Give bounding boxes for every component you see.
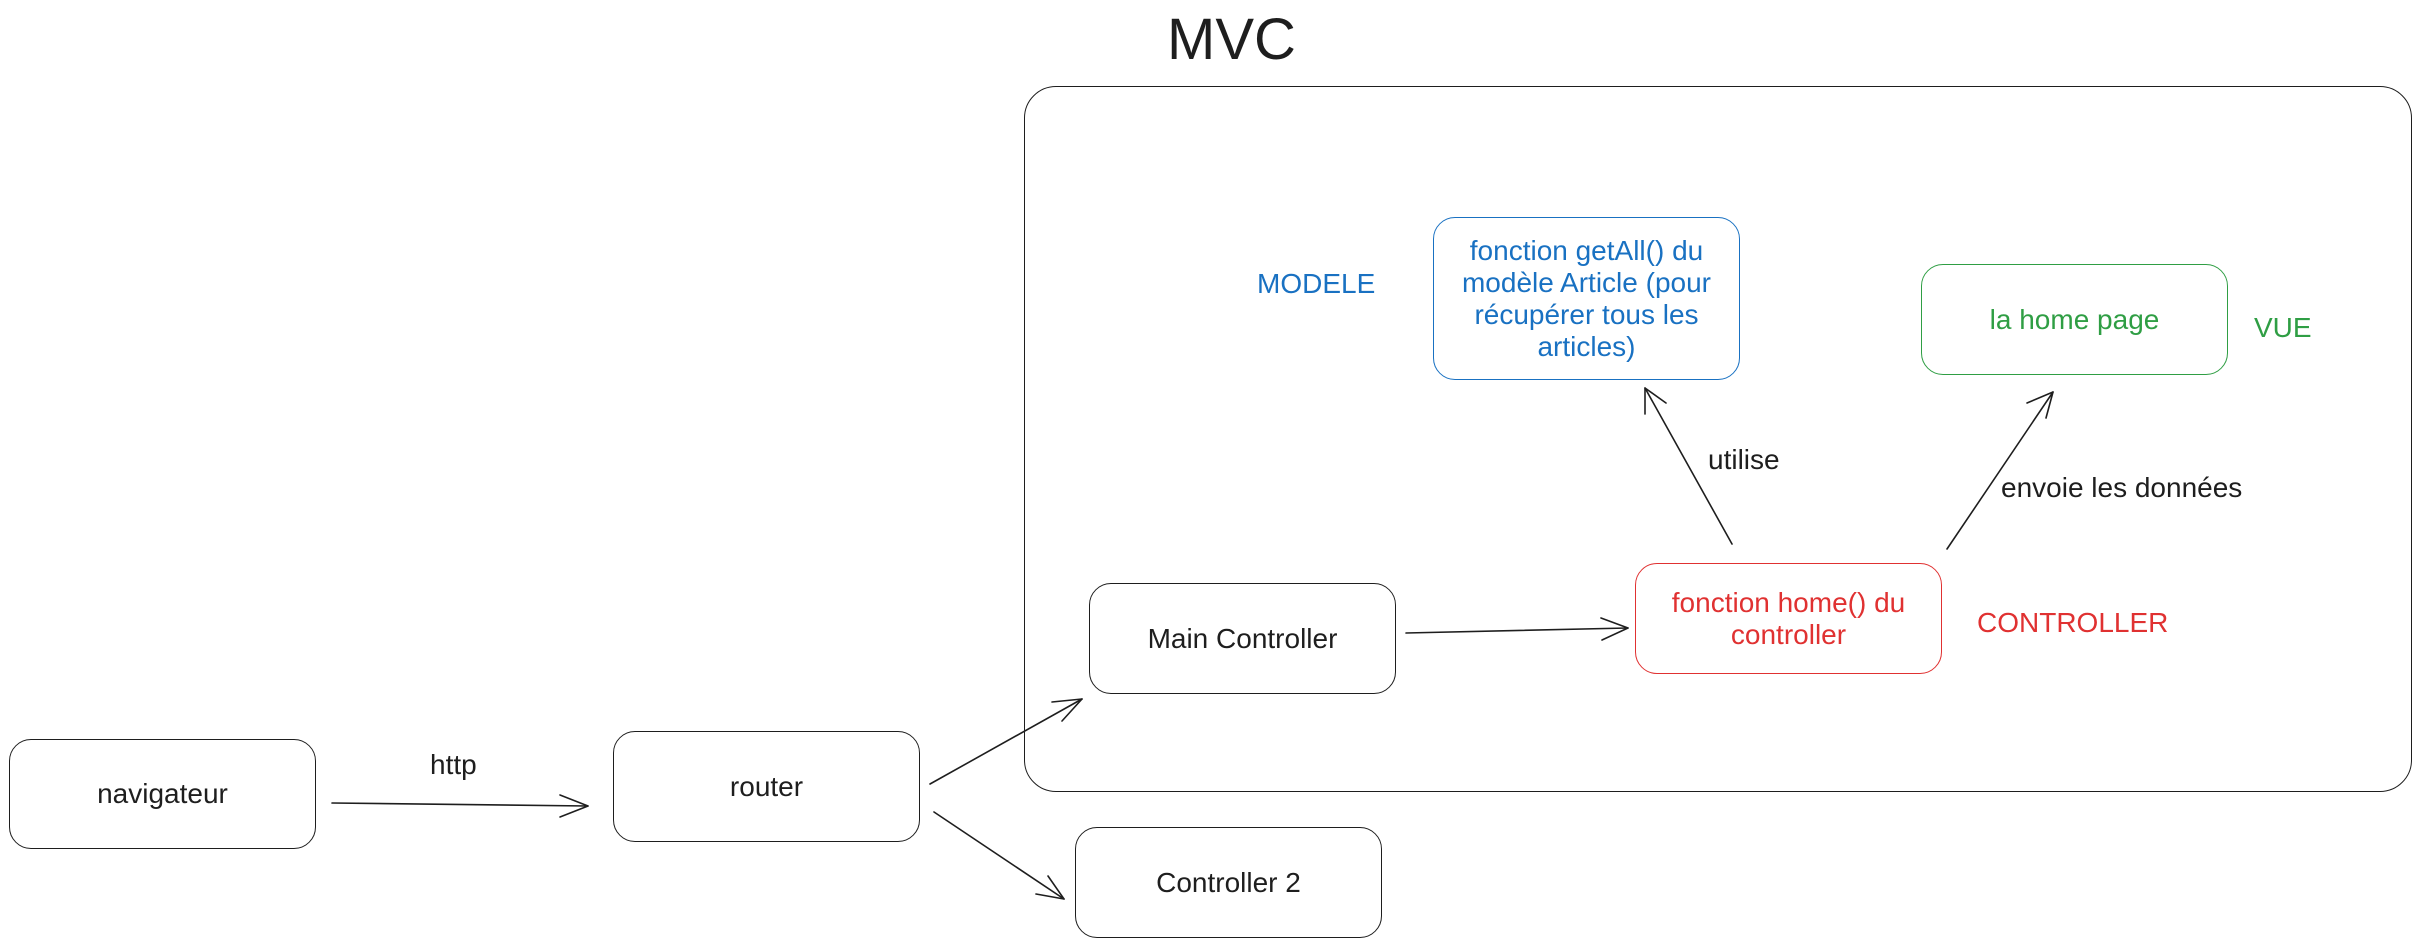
node-navigateur-label: navigateur bbox=[97, 778, 228, 809]
node-main-controller-label: Main Controller bbox=[1147, 622, 1338, 654]
arrow-router-main-controller bbox=[929, 698, 1083, 785]
node-home-page-label: la home page bbox=[1989, 303, 2160, 335]
arrowhead-router-controller-2 bbox=[1035, 875, 1065, 900]
edge-label-envoie: envoie les données bbox=[2001, 472, 2243, 503]
node-router-label: router bbox=[729, 770, 804, 802]
node-home-function[interactable]: fonction home() du controller bbox=[1635, 563, 1942, 674]
arrow-router-controller-2 bbox=[933, 811, 1065, 900]
arrow-main-controller-home bbox=[1405, 627, 1629, 634]
label-vue: VUE bbox=[2254, 312, 2312, 343]
arrow-home-homepage bbox=[1946, 391, 2054, 550]
node-model-function[interactable]: fonction getAll() du modèle Article (pou… bbox=[1433, 217, 1740, 380]
node-model-function-label: fonction getAll() du modèle Article (pou… bbox=[1461, 234, 1711, 362]
node-home-page[interactable]: la home page bbox=[1921, 264, 2228, 375]
arrow-navigateur-router bbox=[331, 802, 589, 807]
node-home-function-label: fonction home() du controller bbox=[1671, 586, 1906, 650]
diagram-title: MVC bbox=[1167, 7, 1296, 72]
label-modele: MODELE bbox=[1257, 268, 1376, 299]
node-router[interactable]: router bbox=[613, 731, 920, 842]
edge-label-utilise: utilise bbox=[1708, 444, 1780, 475]
label-controller: CONTROLLER bbox=[1977, 607, 2169, 638]
arrowhead-main-controller-home bbox=[1600, 617, 1629, 641]
edge-label-http: http bbox=[430, 749, 477, 780]
node-main-controller[interactable]: Main Controller bbox=[1089, 583, 1396, 694]
node-navigateur[interactable]: navigateur bbox=[9, 739, 316, 849]
arrowhead-home-getall bbox=[1644, 387, 1667, 415]
arrowhead-navigateur-router bbox=[559, 794, 589, 818]
arrow-home-getall bbox=[1644, 387, 1733, 545]
node-controller-2[interactable]: Controller 2 bbox=[1075, 827, 1382, 938]
arrowhead-home-homepage bbox=[2026, 391, 2054, 419]
mvc-frame bbox=[1024, 86, 2412, 792]
arrowhead-router-main-controller bbox=[1051, 698, 1083, 722]
node-controller-2-label: Controller 2 bbox=[1156, 866, 1301, 898]
